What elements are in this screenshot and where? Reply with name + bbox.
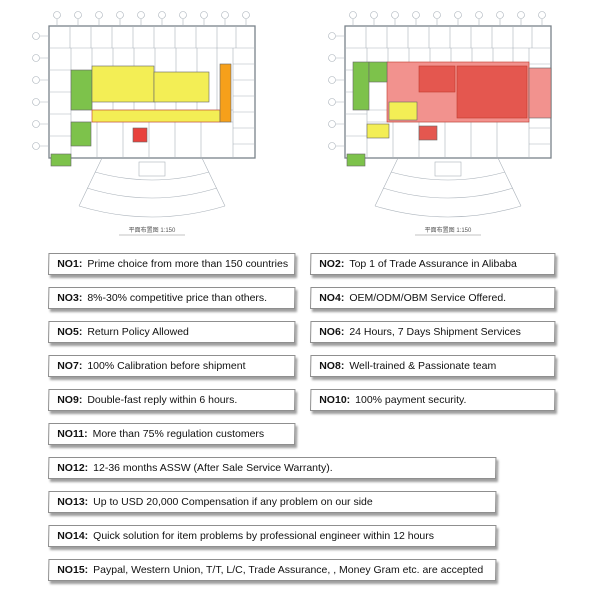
feature-no-label: NO1:	[57, 257, 83, 270]
feature-banner-1: NO1: Prime choice from more than 150 coun…	[48, 253, 296, 275]
floor-plan-left: 平面布置图 1:150	[31, 10, 256, 236]
feature-text: Paypal, Western Union, T/T, L/C, Trade A…	[93, 563, 484, 576]
floor-plan-right: 平面布置图 1:150	[327, 10, 552, 236]
feature-no-label: NO9:	[57, 393, 83, 406]
yellow-area	[153, 71, 210, 103]
left-plan-highlights	[50, 63, 232, 167]
feature-banner-6: NO6: 24 Hours, 7 Days Shipment Services	[310, 321, 556, 343]
yellow-area	[91, 65, 155, 103]
red-area	[132, 127, 148, 143]
floor-plans-section: 平面布置图 1:150 平面布置图 1:150	[0, 0, 600, 241]
feature-row: NO3: 8%-30% competitive price than others…	[48, 287, 556, 309]
feature-row: NO14: Quick solution for item problems by…	[48, 525, 555, 547]
feature-row: NO5: Return Policy Allowed NO6: 24 Hours, …	[48, 321, 556, 343]
feature-no-label: NO8:	[319, 359, 345, 372]
feature-no-label: NO5:	[57, 325, 83, 338]
feature-text: More than 75% regulation customers	[92, 427, 265, 440]
feature-text: Prime choice from more than 150 countrie…	[87, 257, 289, 270]
yellow-area	[366, 123, 390, 139]
feature-text: 24 Hours, 7 Days Shipment Services	[349, 325, 521, 338]
features-list: NO1: Prime choice from more than 150 coun…	[0, 241, 600, 581]
feature-banner-5: NO5: Return Policy Allowed	[48, 321, 296, 343]
feature-text: Top 1 of Trade Assurance in Alibaba	[349, 257, 517, 270]
right-plan-highlights	[346, 61, 552, 167]
feature-text: 8%-30% competitive price than others.	[87, 291, 268, 304]
feature-row: NO15: Paypal, Western Union, T/T, L/C, Tr…	[48, 559, 555, 581]
right-plan-caption: 平面布置图 1:150	[425, 226, 472, 234]
feature-banner-9: NO9: Double-fast reply within 6 hours.	[48, 389, 296, 411]
green-area	[70, 121, 92, 147]
feature-text: Up to USD 20,000 Compensation if any pro…	[93, 495, 373, 508]
feature-row: NO9: Double-fast reply within 6 hours. NO…	[48, 389, 556, 411]
feature-no-label: NO6:	[319, 325, 345, 338]
feature-banner-2: NO2: Top 1 of Trade Assurance in Alibaba	[310, 253, 556, 275]
feature-banner-3: NO3: 8%-30% competitive price than others…	[48, 287, 296, 309]
feature-text: Well-trained & Passionate team	[349, 359, 497, 372]
feature-no-label: NO15:	[57, 563, 89, 576]
left-plan-caption: 平面布置图 1:150	[129, 226, 176, 234]
feature-no-label: NO10:	[319, 393, 351, 406]
green-area	[70, 69, 93, 111]
feature-no-label: NO14:	[57, 529, 89, 542]
dark-red-area	[456, 65, 528, 119]
feature-no-label: NO13:	[57, 495, 89, 508]
feature-row: NO7: 100% Calibration before shipment NO8…	[48, 355, 556, 377]
pink-area	[528, 67, 552, 119]
feature-banner-11: NO11: More than 75% regulation customers	[48, 423, 296, 445]
yellow-area	[388, 101, 418, 121]
feature-banner-13: NO13: Up to USD 20,000 Compensation if an…	[48, 491, 497, 513]
feature-banner-10: NO10: 100% payment security.	[310, 389, 556, 411]
feature-text: 12-36 months ASSW (After Sale Service Wa…	[93, 461, 333, 474]
green-label-box	[346, 153, 366, 167]
feature-no-label: NO12:	[57, 461, 89, 474]
green-area	[368, 61, 388, 83]
feature-no-label: NO2:	[319, 257, 345, 270]
feature-no-label: NO11:	[57, 427, 88, 440]
feature-row: NO13: Up to USD 20,000 Compensation if an…	[48, 491, 555, 513]
dark-red-area	[418, 125, 438, 141]
feature-row: NO1: Prime choice from more than 150 coun…	[48, 253, 556, 275]
feature-text: OEM/ODM/OBM Service Offered.	[349, 291, 507, 304]
feature-text: Quick solution for item problems by prof…	[93, 529, 435, 542]
feature-banner-4: NO4: OEM/ODM/OBM Service Offered.	[310, 287, 556, 309]
feature-text: Double-fast reply within 6 hours.	[87, 393, 238, 406]
feature-text: Return Policy Allowed	[87, 325, 189, 338]
dark-red-area	[418, 65, 456, 93]
feature-banner-15: NO15: Paypal, Western Union, T/T, L/C, Tr…	[48, 559, 497, 581]
feature-no-label: NO3:	[57, 291, 83, 304]
feature-row: NO12: 12-36 months ASSW (After Sale Servi…	[48, 457, 555, 479]
yellow-corridor	[91, 109, 221, 123]
feature-banner-7: NO7: 100% Calibration before shipment	[48, 355, 296, 377]
feature-no-label: NO7:	[57, 359, 83, 372]
feature-banner-12: NO12: 12-36 months ASSW (After Sale Servi…	[48, 457, 497, 479]
green-label-box	[50, 153, 72, 167]
feature-text: 100% Calibration before shipment	[87, 359, 246, 372]
feature-row: NO11: More than 75% regulation customers	[48, 423, 555, 445]
feature-text: 100% payment security.	[355, 393, 467, 406]
feature-no-label: NO4:	[319, 291, 345, 304]
feature-banner-14: NO14: Quick solution for item problems by…	[48, 525, 497, 547]
feature-banner-8: NO8: Well-trained & Passionate team	[310, 355, 556, 377]
green-area	[352, 61, 370, 111]
orange-strip	[219, 63, 232, 123]
